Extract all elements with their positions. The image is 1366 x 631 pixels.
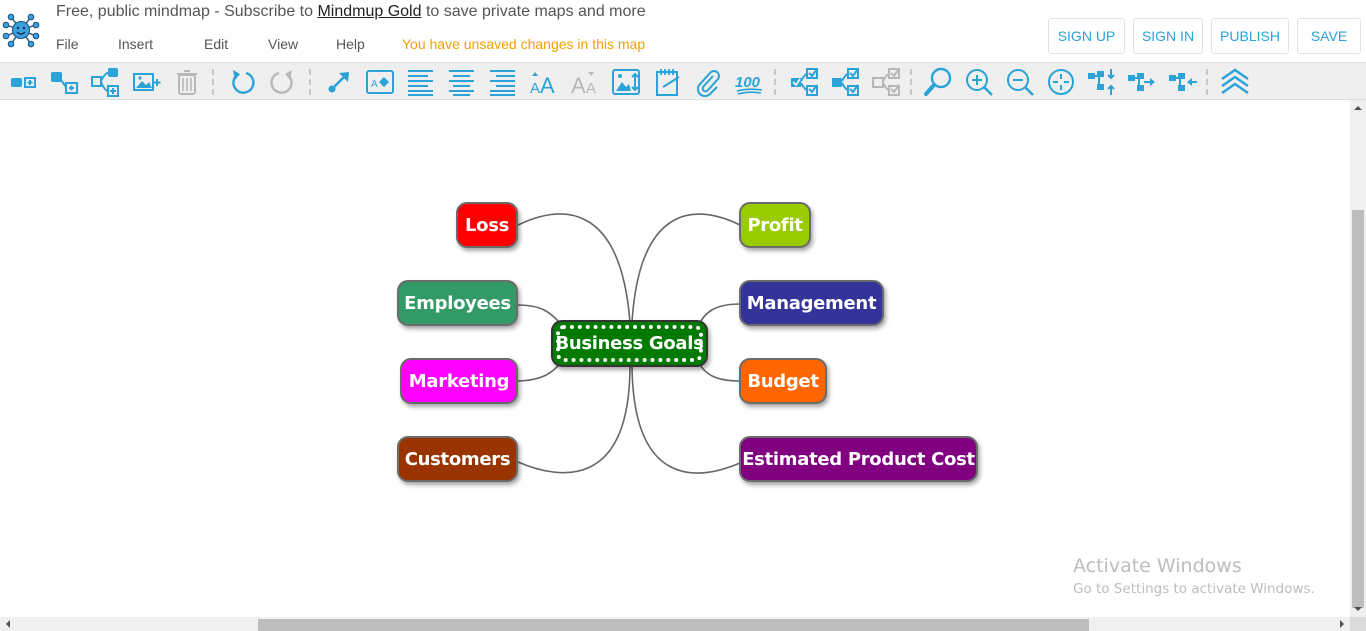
toggle-layout-vertical-icon[interactable]: [1086, 66, 1118, 98]
node-label: Customers: [404, 448, 511, 470]
undo-icon[interactable]: [226, 66, 258, 98]
root-node-business-goals[interactable]: Business Goals: [551, 320, 708, 367]
search-icon[interactable]: [922, 66, 954, 98]
node-loss[interactable]: Loss: [456, 202, 518, 248]
node-marketing[interactable]: Marketing: [400, 358, 518, 404]
menu-bar: File Insert Edit View Help You have unsa…: [56, 36, 645, 52]
mindmup-logo-icon[interactable]: [2, 11, 40, 49]
add-subtree-icon[interactable]: [89, 66, 121, 98]
node-label: Loss: [464, 214, 510, 236]
header: Free, public mindmap - Subscribe to Mind…: [0, 0, 1366, 63]
menu-view[interactable]: View: [268, 36, 299, 52]
align-center-icon[interactable]: [446, 66, 478, 98]
root-node-label: Business Goals: [555, 333, 704, 354]
node-employees[interactable]: Employees: [397, 280, 518, 326]
image-resize-icon[interactable]: [610, 66, 642, 98]
horizontal-scrollbar[interactable]: [0, 617, 1350, 631]
node-management[interactable]: Management: [739, 280, 884, 326]
collapse-all-icon[interactable]: [1219, 66, 1251, 98]
toolbar-separator: [309, 69, 311, 95]
node-customers[interactable]: Customers: [397, 436, 518, 482]
align-right-icon[interactable]: [487, 66, 519, 98]
promo-banner: Free, public mindmap - Subscribe to Mind…: [56, 3, 646, 21]
save-button[interactable]: SAVE: [1297, 18, 1361, 54]
node-profit[interactable]: Profit: [739, 202, 811, 248]
node-budget[interactable]: Budget: [739, 358, 827, 404]
scroll-left-arrow-icon[interactable]: [6, 620, 10, 628]
watermark-title: Activate Windows: [1073, 555, 1242, 577]
node-label: Estimated Product Cost: [742, 448, 975, 470]
scroll-down-arrow-icon[interactable]: [1354, 607, 1362, 611]
vertical-scroll-thumb[interactable]: [1352, 210, 1364, 608]
svg-text:A: A: [371, 79, 378, 90]
delete-icon[interactable]: [171, 66, 203, 98]
publish-button[interactable]: PUBLISH: [1211, 18, 1289, 54]
svg-text:A: A: [530, 80, 540, 97]
toolbar-separator: [1206, 69, 1208, 95]
menu-help[interactable]: Help: [336, 36, 365, 52]
collapse-left-icon[interactable]: [1167, 66, 1199, 98]
svg-text:100: 100: [735, 74, 761, 91]
toolbar-separator: [774, 69, 776, 95]
text-background-icon[interactable]: A: [364, 66, 396, 98]
svg-text:A: A: [540, 73, 555, 97]
unsaved-changes-status: You have unsaved changes in this map: [402, 36, 646, 52]
add-sibling-icon[interactable]: [8, 66, 40, 98]
add-child-icon[interactable]: [48, 66, 80, 98]
promo-suffix: to save private maps and more: [421, 3, 646, 20]
node-label: Employees: [404, 292, 511, 314]
node-label: Profit: [747, 214, 803, 236]
note-icon[interactable]: [652, 66, 684, 98]
zoom-in-icon[interactable]: [963, 66, 995, 98]
align-left-icon[interactable]: [405, 66, 437, 98]
zoom-out-icon[interactable]: [1004, 66, 1036, 98]
horizontal-scroll-thumb[interactable]: [258, 619, 1089, 631]
progress-icon[interactable]: 100: [733, 66, 765, 98]
activate-windows-watermark: Activate Windows Go to Settings to activ…: [1073, 555, 1315, 597]
sign-in-button[interactable]: SIGN IN: [1133, 18, 1203, 54]
mindmup-gold-link[interactable]: Mindmup Gold: [317, 3, 422, 20]
node-label: Marketing: [408, 370, 510, 392]
select-children-icon[interactable]: [829, 66, 861, 98]
menu-edit[interactable]: Edit: [204, 36, 229, 52]
reset-view-icon[interactable]: [1045, 66, 1077, 98]
mindmap-canvas[interactable]: Loss Employees Marketing Customers Profi…: [0, 100, 1350, 617]
menu-file[interactable]: File: [56, 36, 79, 52]
scroll-right-arrow-icon[interactable]: [1340, 620, 1344, 628]
watermark-subtitle: Go to Settings to activate Windows.: [1073, 581, 1315, 597]
redo-icon[interactable]: [267, 66, 299, 98]
node-label: Management: [746, 292, 877, 314]
scrollbar-corner: [1350, 617, 1366, 631]
select-siblings-icon[interactable]: [870, 66, 902, 98]
svg-text:A: A: [586, 80, 596, 97]
add-image-icon[interactable]: [131, 66, 163, 98]
toolbar-separator: [910, 69, 912, 95]
attachment-icon[interactable]: [692, 66, 724, 98]
node-estimated-product-cost[interactable]: Estimated Product Cost: [739, 436, 978, 482]
sign-up-button[interactable]: SIGN UP: [1048, 18, 1125, 54]
menu-insert[interactable]: Insert: [118, 36, 154, 52]
node-label: Budget: [747, 370, 819, 392]
toolbar-separator: [212, 69, 214, 95]
promo-prefix: Free, public mindmap - Subscribe to: [56, 3, 318, 20]
scroll-up-arrow-icon[interactable]: [1354, 106, 1362, 110]
svg-text:A: A: [571, 73, 586, 97]
connect-icon[interactable]: [323, 66, 355, 98]
vertical-scrollbar[interactable]: [1350, 100, 1366, 617]
select-all-icon[interactable]: [788, 66, 820, 98]
expand-right-icon[interactable]: [1126, 66, 1158, 98]
